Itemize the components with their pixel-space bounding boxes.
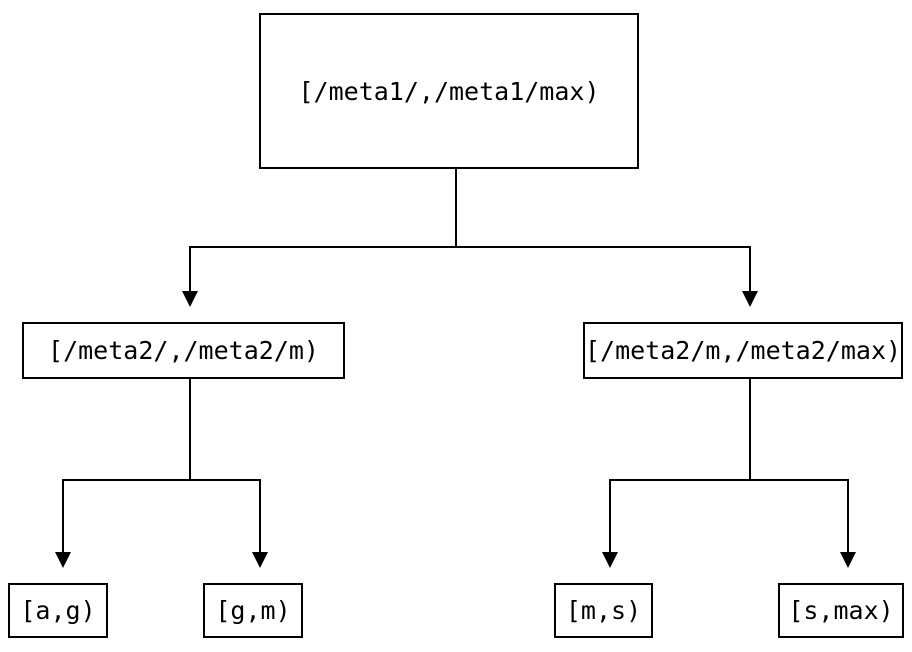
node-leaf-smax: [s,max)	[778, 583, 904, 638]
node-leaf-ag: [a,g)	[8, 583, 108, 638]
arrow-down-icon	[182, 291, 198, 307]
node-root-interval: [/meta1/,/meta1/max)	[259, 13, 639, 169]
node-leaf-ms: [m,s)	[554, 583, 653, 638]
arrow-down-icon	[840, 552, 856, 568]
arrow-down-icon	[252, 552, 268, 568]
node-leaf-gm: [g,m)	[203, 583, 303, 638]
node-left-interval: [/meta2/,/meta2/m)	[22, 322, 345, 379]
arrow-down-icon	[742, 291, 758, 307]
arrow-down-icon	[55, 552, 71, 568]
arrow-down-icon	[602, 552, 618, 568]
node-right-interval: [/meta2/m,/meta2/max)	[583, 322, 903, 379]
